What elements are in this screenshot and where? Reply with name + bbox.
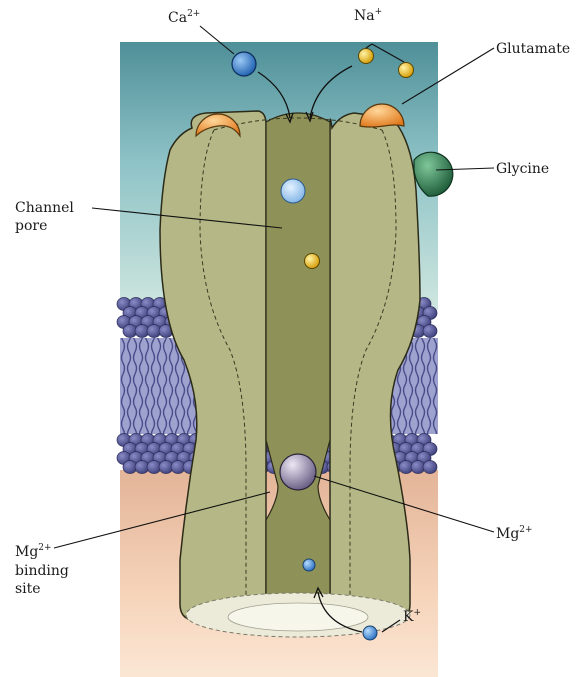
channel-pore-label-line1: Channel (15, 200, 74, 216)
sodium-ion-in-pore-icon (305, 254, 320, 269)
lipid-head (423, 325, 437, 338)
sodium-ion-icon (399, 63, 414, 78)
magnesium-label: Mg2+ (496, 525, 533, 542)
sodium-ion-icon (359, 49, 374, 64)
lipid-head (423, 461, 437, 474)
calcium-ion-in-pore-icon (281, 179, 305, 203)
mg-binding-site-label-line2: binding (15, 563, 69, 579)
mg-binding-site-label-line3: site (15, 581, 41, 597)
potassium-ion-in-pore-icon (303, 559, 315, 571)
mg-binding-site-label-line1: Mg2+ (15, 543, 52, 560)
magnesium-ion-icon (280, 454, 316, 490)
calcium-label: Ca2+ (168, 9, 200, 26)
glycine-label: Glycine (496, 161, 549, 177)
glutamate-label: Glutamate (496, 41, 570, 57)
calcium-ion-icon (232, 52, 256, 76)
sodium-label: Na+ (354, 7, 382, 24)
potassium-ion-icon (363, 626, 377, 640)
channel-pore-label-line2: pore (15, 218, 47, 234)
